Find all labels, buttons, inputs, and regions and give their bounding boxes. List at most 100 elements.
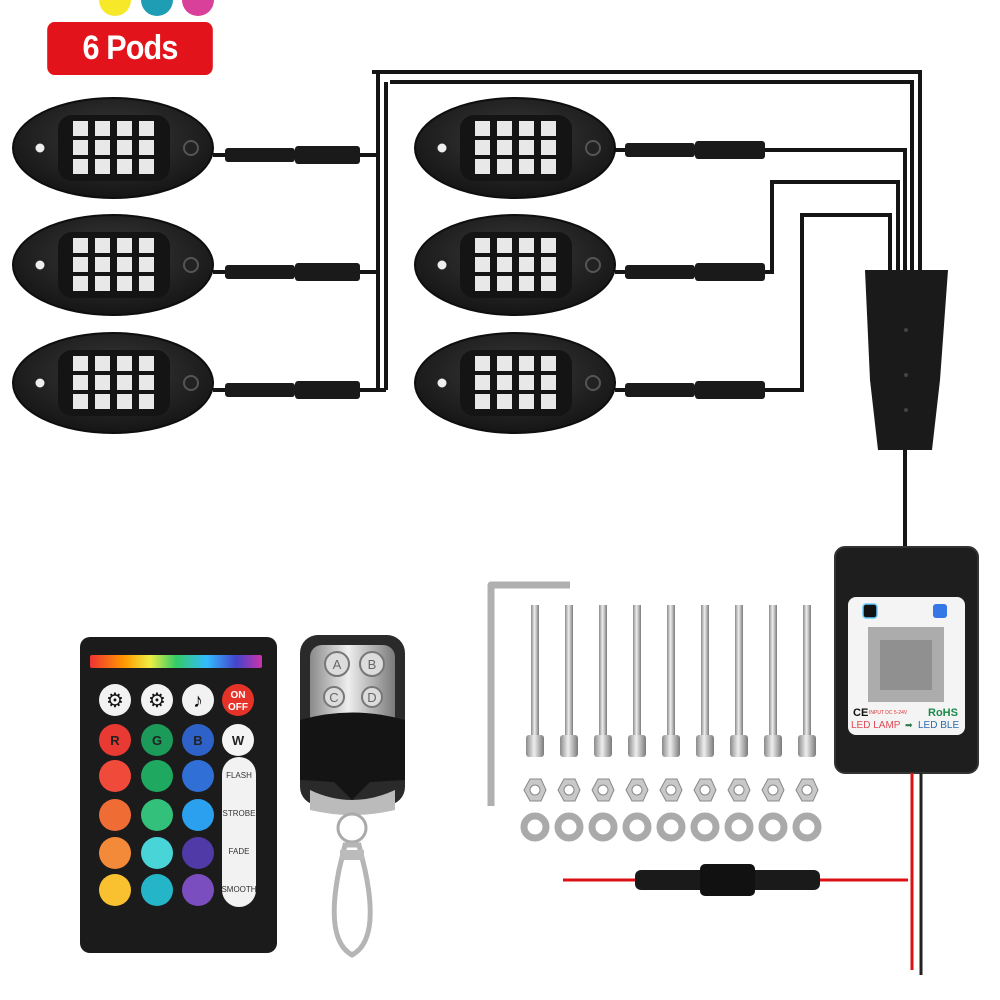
led-chip: [139, 375, 154, 390]
led-chip: [73, 140, 88, 155]
rock-light-pods: [12, 97, 616, 434]
washer: [690, 812, 720, 842]
color-preset-button[interactable]: [99, 874, 131, 906]
mode-button-flash[interactable]: FLASH: [226, 771, 252, 780]
svg-text:W: W: [232, 733, 245, 748]
led-chip: [475, 356, 490, 371]
fob-button-a[interactable]: A: [324, 651, 350, 677]
led-chip: [519, 375, 534, 390]
led-chip: [497, 257, 512, 272]
brightness-up-icon: ⚙: [106, 690, 124, 712]
led-chip: [541, 375, 556, 390]
led-chip: [541, 276, 556, 291]
key-fob-remote: [300, 635, 405, 958]
screw: [594, 605, 612, 757]
fob-button-c[interactable]: C: [323, 686, 345, 708]
screw: [628, 605, 646, 757]
mount-hole: [183, 375, 199, 391]
led-chip: [139, 140, 154, 155]
led-chip: [139, 394, 154, 409]
mount-hole: [434, 140, 450, 156]
brightness-down-button[interactable]: ⚙: [141, 684, 173, 716]
ce-mark: CE: [853, 707, 868, 719]
color-preset-button[interactable]: [182, 0, 214, 16]
color-preset-button[interactable]: [99, 799, 131, 831]
led-chip: [95, 121, 110, 136]
mount-hole: [585, 257, 601, 273]
nut: [659, 778, 683, 802]
mount-hole: [434, 375, 450, 391]
brightness-up-button[interactable]: ⚙: [99, 684, 131, 716]
led-ble-app-icon: [933, 604, 947, 618]
mode-button-strobe[interactable]: STROBE: [223, 809, 256, 818]
led-chip: [497, 394, 512, 409]
brightness-down-icon: ⚙: [148, 690, 166, 712]
color-button-r[interactable]: R: [99, 724, 131, 756]
led-chip: [519, 159, 534, 174]
led-chip: [117, 257, 132, 272]
cable-connectors: [225, 141, 765, 399]
led-chip: [95, 140, 110, 155]
hex-key: [487, 581, 570, 806]
led-chip: [117, 375, 132, 390]
led-chip: [117, 159, 132, 174]
led-chip: [475, 394, 490, 409]
led-chip: [73, 375, 88, 390]
led-chip: [475, 140, 490, 155]
nut: [795, 778, 819, 802]
color-preset-button[interactable]: [141, 837, 173, 869]
washer: [588, 812, 618, 842]
color-preset-button[interactable]: [182, 837, 214, 869]
svg-text:G: G: [152, 733, 162, 748]
svg-text:A: A: [333, 657, 342, 672]
screw: [798, 605, 816, 757]
led-chip: [475, 257, 490, 272]
color-button-b[interactable]: B: [182, 724, 214, 756]
music-note-button[interactable]: ♪: [182, 684, 214, 716]
rock-light-pod: [12, 214, 214, 316]
color-preset-button[interactable]: [141, 0, 173, 16]
led-chip: [519, 276, 534, 291]
rock-light-pod: [414, 214, 616, 316]
led-chip: [519, 257, 534, 272]
led-chip: [73, 121, 88, 136]
color-preset-button[interactable]: [182, 760, 214, 792]
mount-hole: [183, 257, 199, 273]
color-preset-button[interactable]: [99, 0, 131, 16]
mounting-hardware: [520, 605, 822, 842]
led-ble-label: LED BLE: [918, 720, 959, 731]
mount-hole: [183, 140, 199, 156]
led-chip: [95, 257, 110, 272]
led-chip: [95, 356, 110, 371]
color-preset-button[interactable]: [182, 874, 214, 906]
color-button-g[interactable]: G: [141, 724, 173, 756]
fob-button-d[interactable]: D: [361, 686, 383, 708]
led-chip: [475, 375, 490, 390]
color-preset-button[interactable]: [99, 760, 131, 792]
fob-button-b[interactable]: B: [359, 651, 385, 677]
rainbow-bar: [90, 655, 262, 668]
rohs-mark: RoHS: [928, 707, 958, 719]
led-chip: [73, 276, 88, 291]
svg-text:OFF: OFF: [228, 702, 248, 713]
svg-text:B: B: [193, 733, 202, 748]
color-preset-button[interactable]: [141, 874, 173, 906]
mount-hole: [32, 140, 48, 156]
led-chip: [139, 159, 154, 174]
led-chip: [73, 394, 88, 409]
mode-button-fade[interactable]: FADE: [229, 847, 250, 856]
mode-button-smooth[interactable]: SMOOTH: [221, 885, 256, 894]
washer: [554, 812, 584, 842]
led-chip: [541, 356, 556, 371]
color-preset-button[interactable]: [141, 799, 173, 831]
screw: [526, 605, 544, 757]
color-button-w[interactable]: W: [222, 724, 254, 756]
led-chip: [139, 257, 154, 272]
color-preset-button[interactable]: [182, 799, 214, 831]
color-preset-button[interactable]: [99, 837, 131, 869]
led-chip: [117, 276, 132, 291]
color-preset-button[interactable]: [141, 760, 173, 792]
